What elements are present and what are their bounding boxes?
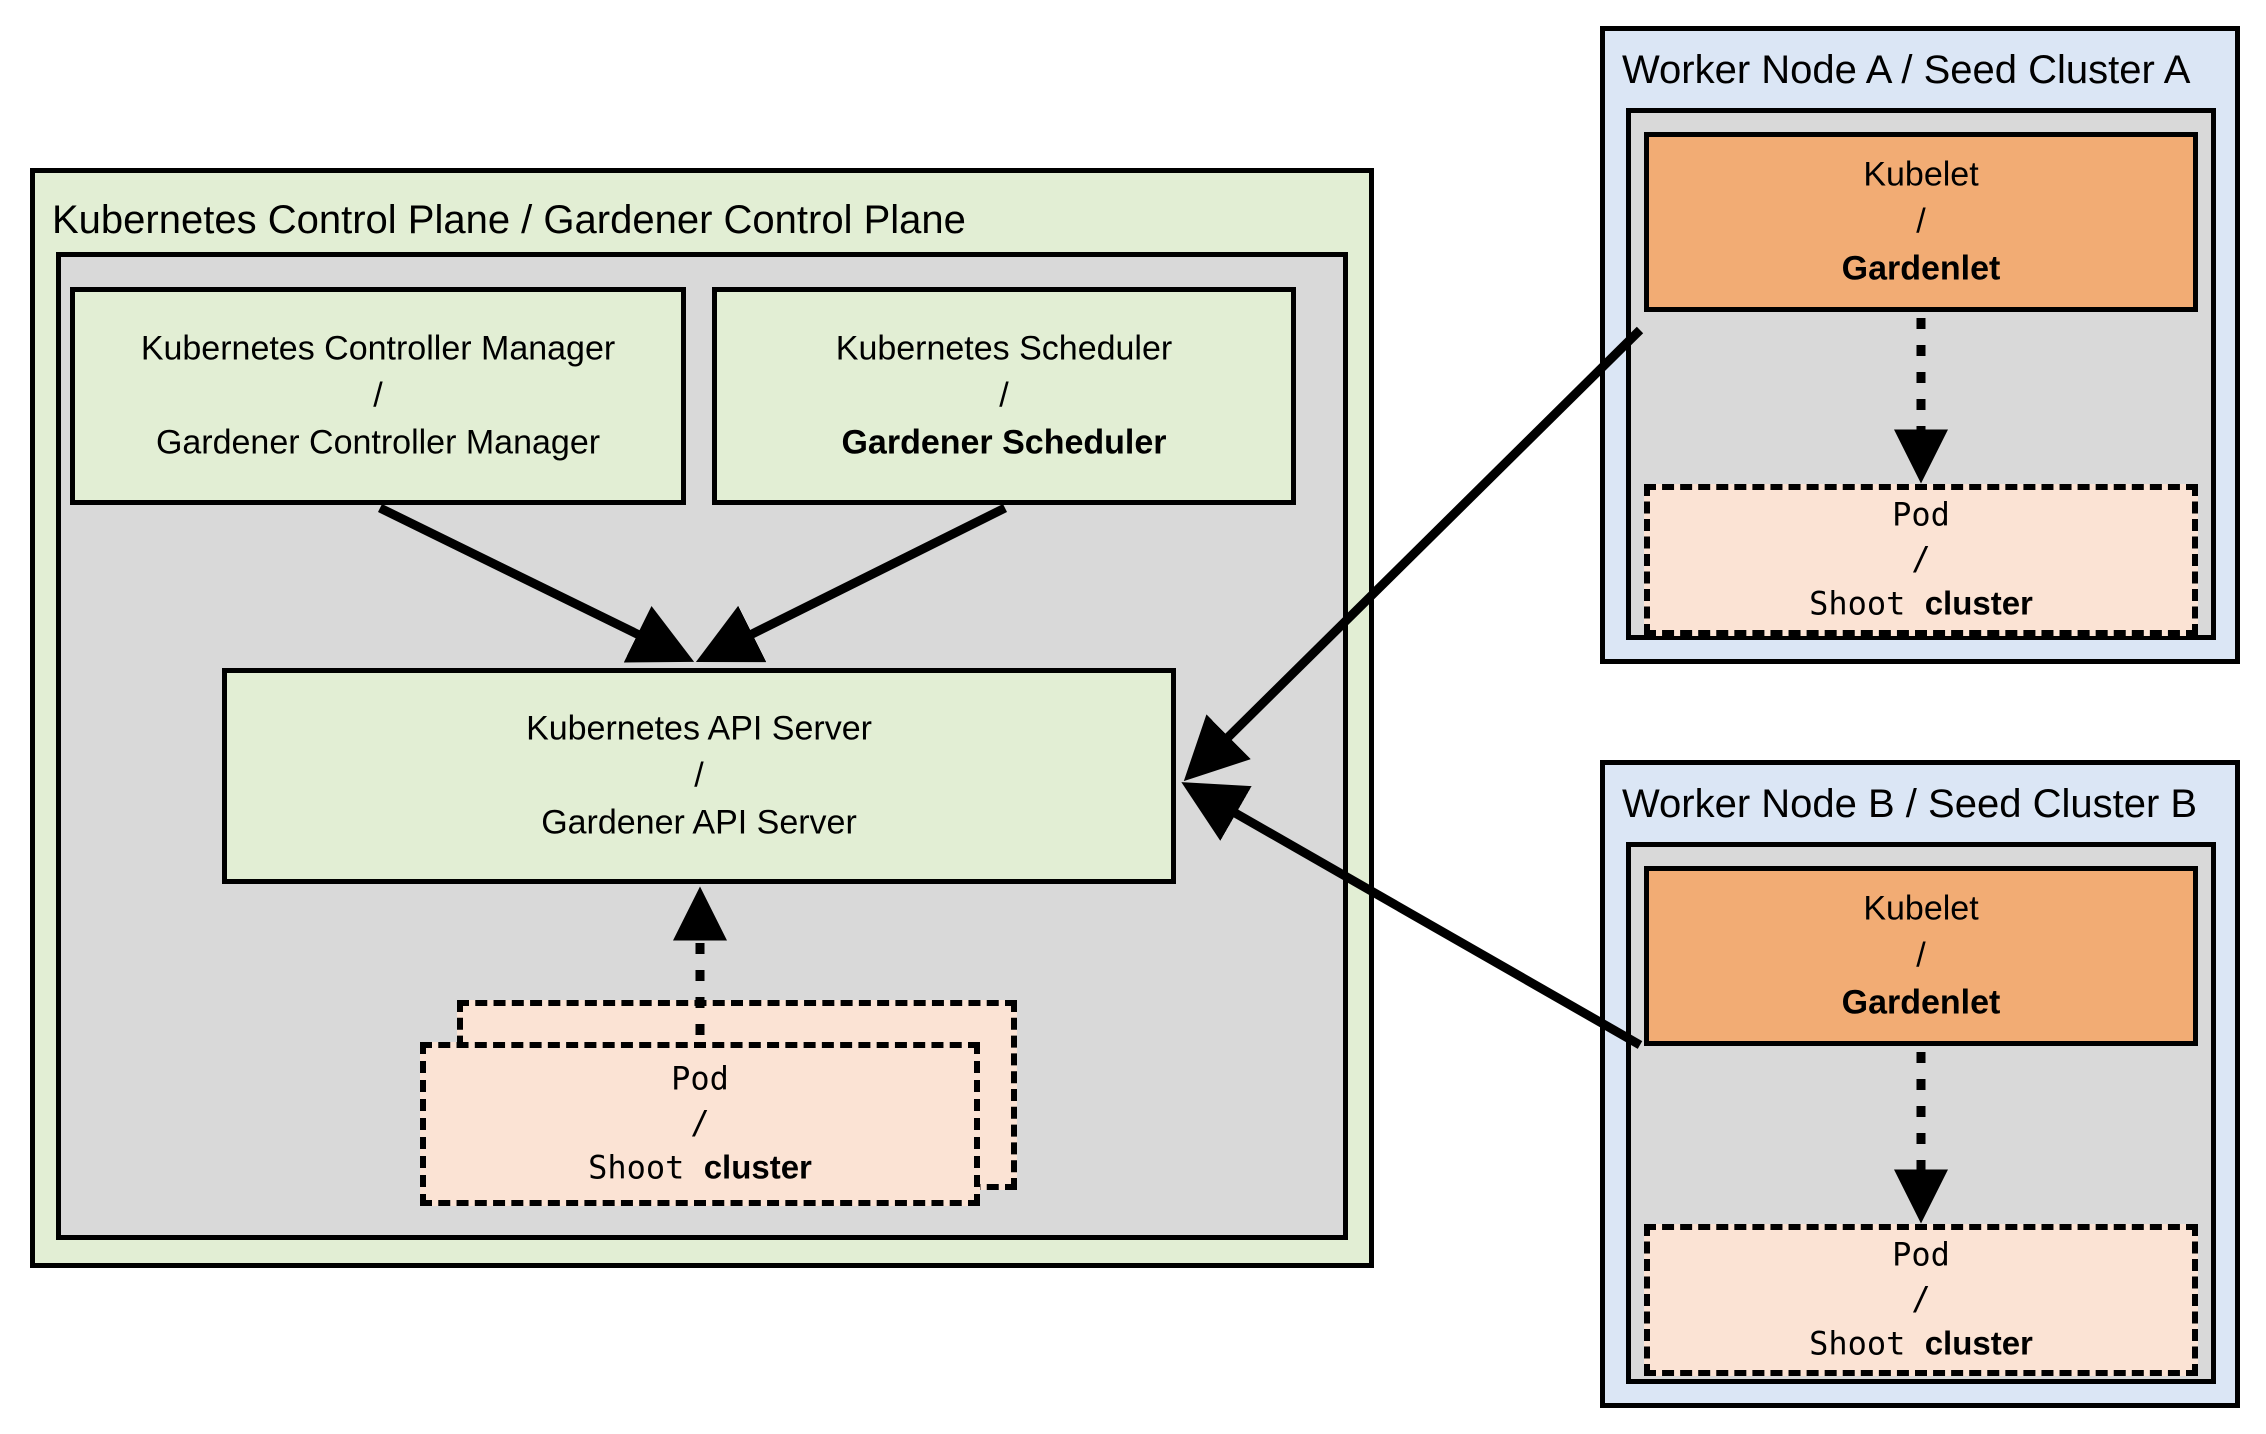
worker-node-a-pod-line-1: Pod (1892, 495, 1950, 534)
worker-node-b-kubelet-line-1: Kubelet (1863, 889, 1979, 928)
control-plane-pod-line-1: Pod (671, 1059, 729, 1098)
worker-node-a-pod-line-3: Shoot cluster (1650, 581, 2192, 628)
controller-manager-line-3: Gardener Controller Manager (155, 423, 601, 462)
worker-node-b-kubelet-box[interactable]: Kubelet / Gardenlet (1644, 866, 2198, 1046)
worker-node-b-pod-line-1: Pod (1892, 1235, 1950, 1274)
scheduler-label: Kubernetes Scheduler / Gardener Schedule… (717, 326, 1291, 467)
worker-node-a-kubelet-label: Kubelet / Gardenlet (1649, 152, 2193, 293)
control-plane-pod-box[interactable]: Pod / Shoot cluster (420, 1042, 980, 1206)
worker-node-a-kubelet-separator: / (1916, 202, 1926, 241)
worker-node-a-pod-line-3-prefix: Shoot (1809, 584, 1925, 623)
worker-node-b-pod-line-3-prefix: Shoot (1809, 1324, 1925, 1363)
api-server-line-3: Gardener API Server (541, 803, 857, 842)
api-server-separator: / (694, 756, 704, 795)
control-plane-pod-line-3-suffix: cluster (703, 1148, 812, 1186)
control-plane-pod-line-3: Shoot cluster (426, 1145, 974, 1192)
api-server-label: Kubernetes API Server / Gardener API Ser… (227, 706, 1171, 847)
worker-node-b-pod-line-3-suffix: cluster (1924, 1324, 2033, 1362)
worker-node-b-pod-line-3: Shoot cluster (1650, 1321, 2192, 1368)
worker-node-b-pod-separator: / (1911, 1279, 1931, 1318)
api-server-line-1: Kubernetes API Server (526, 709, 872, 748)
control-plane-pod-line-3-prefix: Shoot (588, 1148, 704, 1187)
worker-node-a-kubelet-box[interactable]: Kubelet / Gardenlet (1644, 132, 2198, 312)
worker-node-b-pod-box[interactable]: Pod / Shoot cluster (1644, 1224, 2198, 1376)
worker-node-b-title: Worker Node B / Seed Cluster B (1622, 782, 2198, 826)
worker-node-a-kubelet-line-1: Kubelet (1863, 155, 1979, 194)
worker-node-a-title: Worker Node A / Seed Cluster A (1622, 48, 2191, 92)
worker-node-b-kubelet-separator: / (1916, 936, 1926, 975)
scheduler-line-1: Kubernetes Scheduler (835, 329, 1173, 368)
worker-node-a-kubelet-line-3: Gardenlet (1841, 249, 2001, 288)
worker-node-b-pod-label: Pod / Shoot cluster (1650, 1232, 2192, 1367)
worker-node-b-kubelet-label: Kubelet / Gardenlet (1649, 886, 2193, 1027)
worker-node-a-pod-separator: / (1911, 539, 1931, 578)
scheduler-separator: / (999, 376, 1009, 415)
worker-node-a-pod-line-3-suffix: cluster (1924, 584, 2033, 622)
kubernetes-api-server-box[interactable]: Kubernetes API Server / Gardener API Ser… (222, 668, 1176, 884)
worker-node-b-kubelet-line-3: Gardenlet (1841, 983, 2001, 1022)
controller-manager-label: Kubernetes Controller Manager / Gardener… (75, 326, 681, 467)
kubernetes-scheduler-box[interactable]: Kubernetes Scheduler / Gardener Schedule… (712, 287, 1296, 505)
control-plane-title: Kubernetes Control Plane / Gardener Cont… (52, 198, 966, 242)
control-plane-pod-separator: / (690, 1103, 710, 1142)
controller-manager-line-1: Kubernetes Controller Manager (140, 329, 616, 368)
controller-manager-separator: / (373, 376, 383, 415)
kubernetes-controller-manager-box[interactable]: Kubernetes Controller Manager / Gardener… (70, 287, 686, 505)
scheduler-line-3: Gardener Scheduler (841, 423, 1167, 462)
worker-node-a-pod-label: Pod / Shoot cluster (1650, 492, 2192, 627)
control-plane-pod-label: Pod / Shoot cluster (426, 1056, 974, 1191)
worker-node-a-pod-box[interactable]: Pod / Shoot cluster (1644, 484, 2198, 636)
